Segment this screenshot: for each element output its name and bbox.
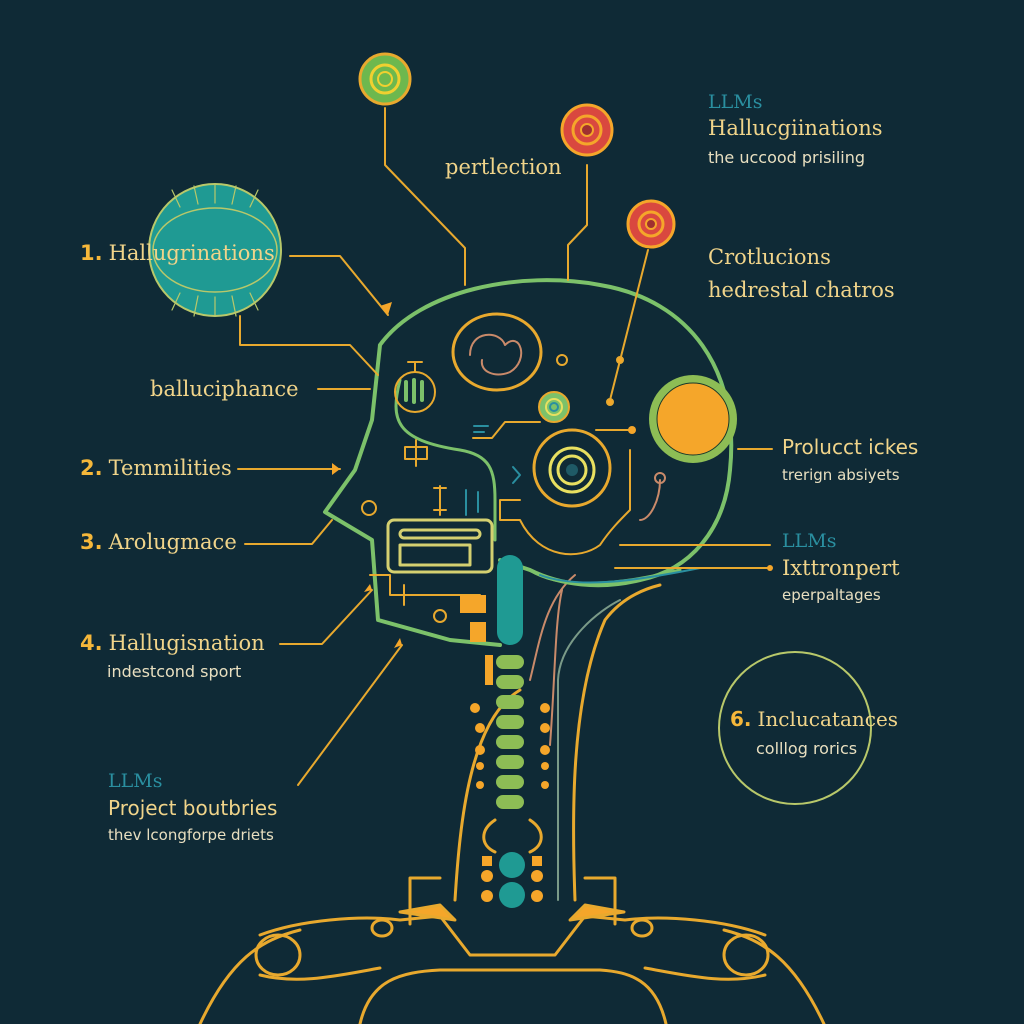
- left-item1-title: Hallugrinations: [108, 241, 275, 265]
- left-block5-sub: thev lcongforpe driets: [108, 826, 274, 844]
- right-block1-sub: the uccood prisiling: [708, 148, 866, 167]
- connectors: [237, 107, 773, 786]
- orange-disc-icon: [649, 375, 737, 463]
- left-item4-title: Hallugisnation: [108, 631, 265, 655]
- right-block6-title: 6.Inclucatances: [730, 707, 898, 731]
- arrowheads: [332, 302, 773, 648]
- left-item1-num: 1.: [80, 241, 103, 265]
- ring-outline: [718, 651, 872, 805]
- left-block5-title: Project boutbries: [108, 796, 278, 820]
- speaker-icon: [404, 439, 428, 467]
- small-target: [538, 391, 570, 423]
- brain-swirl: [451, 312, 543, 392]
- left-item2-title: Temmilities: [108, 456, 232, 480]
- target-icon-red-1: [560, 103, 614, 157]
- spine-top: [497, 555, 523, 645]
- chip-pins: [460, 595, 493, 685]
- right-block2-title: Crotlucions: [708, 245, 831, 269]
- left-item3-title: Arolugmace: [108, 530, 237, 554]
- right-block6-sub: colllog rorics: [756, 739, 858, 758]
- target-icon-red-2: [626, 199, 676, 249]
- right-block4-title: Ixttronpert: [782, 556, 900, 580]
- right-block4-sub: eperpaltages: [782, 586, 881, 604]
- target-icon-green: [358, 52, 412, 106]
- left-plain-title: balluciphance: [150, 377, 299, 401]
- left-item2-num: 2.: [80, 456, 103, 480]
- eye-target: [532, 428, 612, 508]
- right-block2-sub: hedrestal chatros: [708, 278, 895, 302]
- left-item4-sub: indestcond sport: [107, 662, 242, 681]
- right-block4-tag: LLMs: [782, 530, 837, 552]
- left-block5-tag: LLMs: [108, 770, 163, 792]
- teal-globe-icon: [148, 183, 282, 317]
- right-block6-text: Inclucatances: [757, 707, 899, 731]
- left-item2: 2.Temmilities: [80, 456, 232, 480]
- label-perlection: pertlection: [445, 155, 562, 179]
- right-block3-sub: trerign absiyets: [782, 466, 900, 484]
- shoulders: [198, 876, 826, 1024]
- spine-bracket: [482, 818, 543, 854]
- mic-icon: [394, 361, 436, 413]
- mouth-box: [386, 518, 494, 574]
- spine-dots: [470, 703, 550, 902]
- vertebrae: [496, 655, 524, 809]
- right-block1-tag: LLMs: [708, 91, 763, 113]
- right-block1-title: Hallucgiinations: [708, 116, 883, 140]
- left-item3: 3.Arolugmace: [80, 530, 237, 554]
- left-item1: 1.Hallugrinations: [80, 241, 275, 265]
- left-item4: 4.Hallugisnation: [80, 631, 265, 655]
- left-item3-num: 3.: [80, 530, 103, 554]
- left-item4-num: 4.: [80, 631, 103, 655]
- head-outline: [323, 278, 734, 647]
- right-block3-title: Prolucct ickes: [782, 435, 919, 459]
- right-block6-num: 6.: [730, 707, 752, 731]
